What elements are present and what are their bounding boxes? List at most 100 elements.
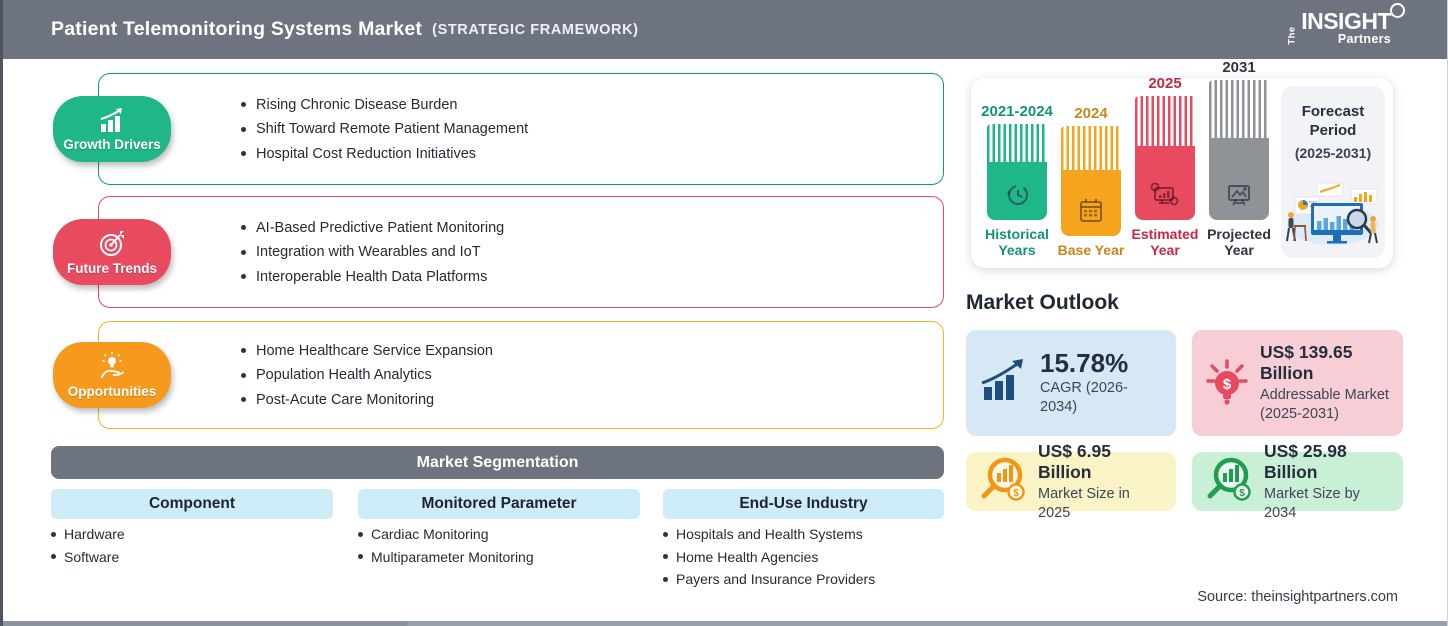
estimated-year-bar: 2025 Estimated Year [1132,75,1199,258]
bar-year-label: 2024 [1074,105,1108,122]
segment-item: Software [51,549,333,565]
bottom-edge-bar [3,621,1447,626]
market-outlook-title: Market Outlook [966,291,1119,314]
future-trends-box: AI-Based Predictive Patient Monitoring I… [98,196,944,308]
logo-insight: INSIGHT [1301,8,1391,34]
bar-stripes [987,124,1047,162]
svg-text:$: $ [1013,488,1019,499]
forecast-period-title: Forecast Period [1301,103,1365,139]
segment-column-component: Component Hardware Software [51,489,333,565]
page-title: Patient Telemonitoring Systems Market [51,18,423,40]
opportunity-text: Home Healthcare Service Expansion [256,342,493,359]
market-outlook-grid: 15.78% CAGR (2026-2034) $ US$ 139.65 Bil… [966,330,1403,521]
forecast-period-panel: Forecast Period (2025-2031) [1281,86,1385,258]
opportunities-label: Opportunities [67,383,157,399]
future-trends-section: AI-Based Predictive Patient Monitoring I… [51,196,944,308]
opportunities-section: Home Healthcare Service Expansion Popula… [51,321,944,429]
future-trend-item: Interoperable Health Data Platforms [241,269,933,285]
forecast-timeline-card: 2021-2024 Historical Years 2024 [971,59,1393,268]
bar-caption: Historical Years [985,226,1049,258]
segment-item-text: Software [64,548,120,565]
market-size-2034-label: Market Size by 2034 [1264,485,1360,521]
market-size-2025-value: US$ 6.95 Billion [1038,440,1111,482]
bullet-dot-icon [663,576,668,582]
bar-stripes [1135,96,1195,146]
segment-item: Home Health Agencies [663,549,944,565]
cagr-label: CAGR (2026-2034) [1040,380,1128,415]
dollar-bulb-icon: $ [1204,353,1250,414]
bullet-dot-icon [241,372,246,378]
bullet-dot-icon [241,249,246,255]
timeline-bar [1061,126,1121,236]
growth-driver-text: Hospital Cost Reduction Initiatives [256,145,477,162]
addressable-market-value: US$ 139.65 Billion [1260,342,1353,383]
market-segmentation-title: Market Segmentation [416,453,579,471]
cagr-card: 15.78% CAGR (2026-2034) [966,330,1176,436]
bar-solid [1209,138,1269,220]
bulb-hand-icon [96,351,128,382]
magnifier-chart-icon: $ [978,455,1028,508]
base-year-bar: 2024 Base Year [1058,105,1125,258]
segment-column-monitored-parameter: Monitored Parameter Cardiac Monitoring M… [358,489,640,565]
timeline-bar [1135,96,1195,220]
bullet-dot-icon [241,225,246,230]
bar-year-label: 2031 [1222,59,1256,76]
segment-item-text: Payers and Insurance Providers [676,571,876,587]
bar-year-label: 2021-2024 [981,103,1053,120]
opportunity-text: Post-Acute Care Monitoring [256,391,435,408]
logo-partners: Partners [1337,32,1391,46]
bullet-dot-icon [241,102,246,107]
svg-text:$: $ [1223,376,1232,393]
growth-driver-text: Rising Chronic Disease Burden [256,96,458,113]
magnifier-chart-icon: $ [1204,455,1254,508]
bar-solid [987,162,1047,220]
future-trend-item: Integration with Wearables and IoT [241,244,933,260]
bullet-dot-icon [241,151,246,156]
growth-driver-item: Hospital Cost Reduction Initiatives [241,146,933,162]
growth-driver-item: Rising Chronic Disease Burden [241,97,933,113]
bullet-dot-icon [358,531,363,537]
bar-caption: Projected Year [1207,226,1271,258]
segment-item: Hospitals and Health Systems [663,526,944,542]
bar-year-label: 2025 [1148,75,1182,92]
future-trends-label: Future Trends [66,260,157,276]
future-trend-item: AI-Based Predictive Patient Monitoring [241,220,933,236]
forecast-period-range: (2025-2031) [1294,145,1372,161]
bullet-dot-icon [241,126,246,132]
segment-item: Multiparameter Monitoring [358,549,640,565]
segment-header: Component [51,489,333,519]
opportunity-item: Home Healthcare Service Expansion [241,343,933,359]
future-trend-text: Integration with Wearables and IoT [256,244,481,260]
future-trends-badge: Future Trends [53,219,171,285]
opportunity-item: Population Health Analytics [241,367,933,383]
magnifier-icon [1390,3,1405,18]
logo-main: INSIGHT Partners [1301,3,1405,46]
bullet-dot-icon [241,274,246,279]
bullet-dot-icon [358,554,363,559]
opportunities-box: Home Healthcare Service Expansion Popula… [98,321,944,429]
bar-stripes [1209,80,1269,138]
segment-item-text: Home Health Agencies [676,548,819,565]
bar-caption: Base Year [1057,242,1125,258]
growth-arrow-icon [978,357,1030,410]
opportunity-text: Population Health Analytics [256,367,432,383]
historical-years-bar: 2021-2024 Historical Years [981,103,1053,258]
market-size-2034-card: $ US$ 25.98 Billion Market Size by 2034 [1192,441,1403,521]
insight-partners-logo: The INSIGHT Partners [1283,3,1405,46]
header-bar: Patient Telemonitoring Systems Market (S… [3,0,1447,59]
timeline-bar [987,124,1047,220]
segment-item-text: Multiparameter Monitoring [371,548,534,565]
target-icon [96,229,128,259]
segment-column-end-use-industry: End-Use Industry Hospitals and Health Sy… [663,489,944,587]
bullet-dot-icon [241,348,246,353]
source-attribution: Source: theinsightpartners.com [1197,589,1398,605]
future-trend-text: AI-Based Predictive Patient Monitoring [256,219,505,236]
cagr-value: 15.78% [1040,348,1129,378]
segment-item-text: Hospitals and Health Systems [676,526,863,542]
bar-chart-growth-icon [95,107,129,135]
segment-item: Cardiac Monitoring [358,526,640,542]
segment-item-text: Cardiac Monitoring [371,526,489,542]
bar-stripes [1061,126,1121,170]
growth-drivers-section: Rising Chronic Disease Burden Shift Towa… [51,73,944,185]
segment-item: Payers and Insurance Providers [663,571,944,587]
